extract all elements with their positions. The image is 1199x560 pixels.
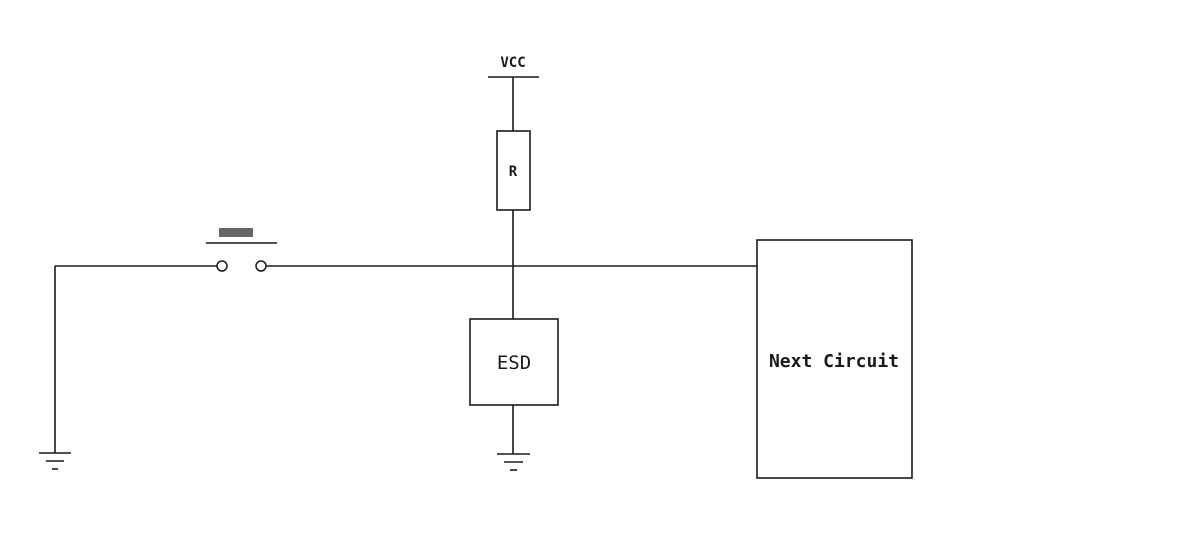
button-cap [219,228,253,237]
switch-terminal-left [216,260,228,272]
next-circuit-box [756,239,913,479]
ground-symbol-left [39,452,71,470]
pushbutton-switch [206,228,277,272]
esd-label: ESD [497,352,531,374]
vcc-label: VCC [500,55,525,71]
switch-terminal-right [255,260,267,272]
esd-box [469,318,559,406]
next-circuit-label: Next Circuit [769,351,899,372]
ground-symbol-esd [497,453,530,471]
resistor-label: R [509,164,518,180]
resistor-box [496,130,531,211]
